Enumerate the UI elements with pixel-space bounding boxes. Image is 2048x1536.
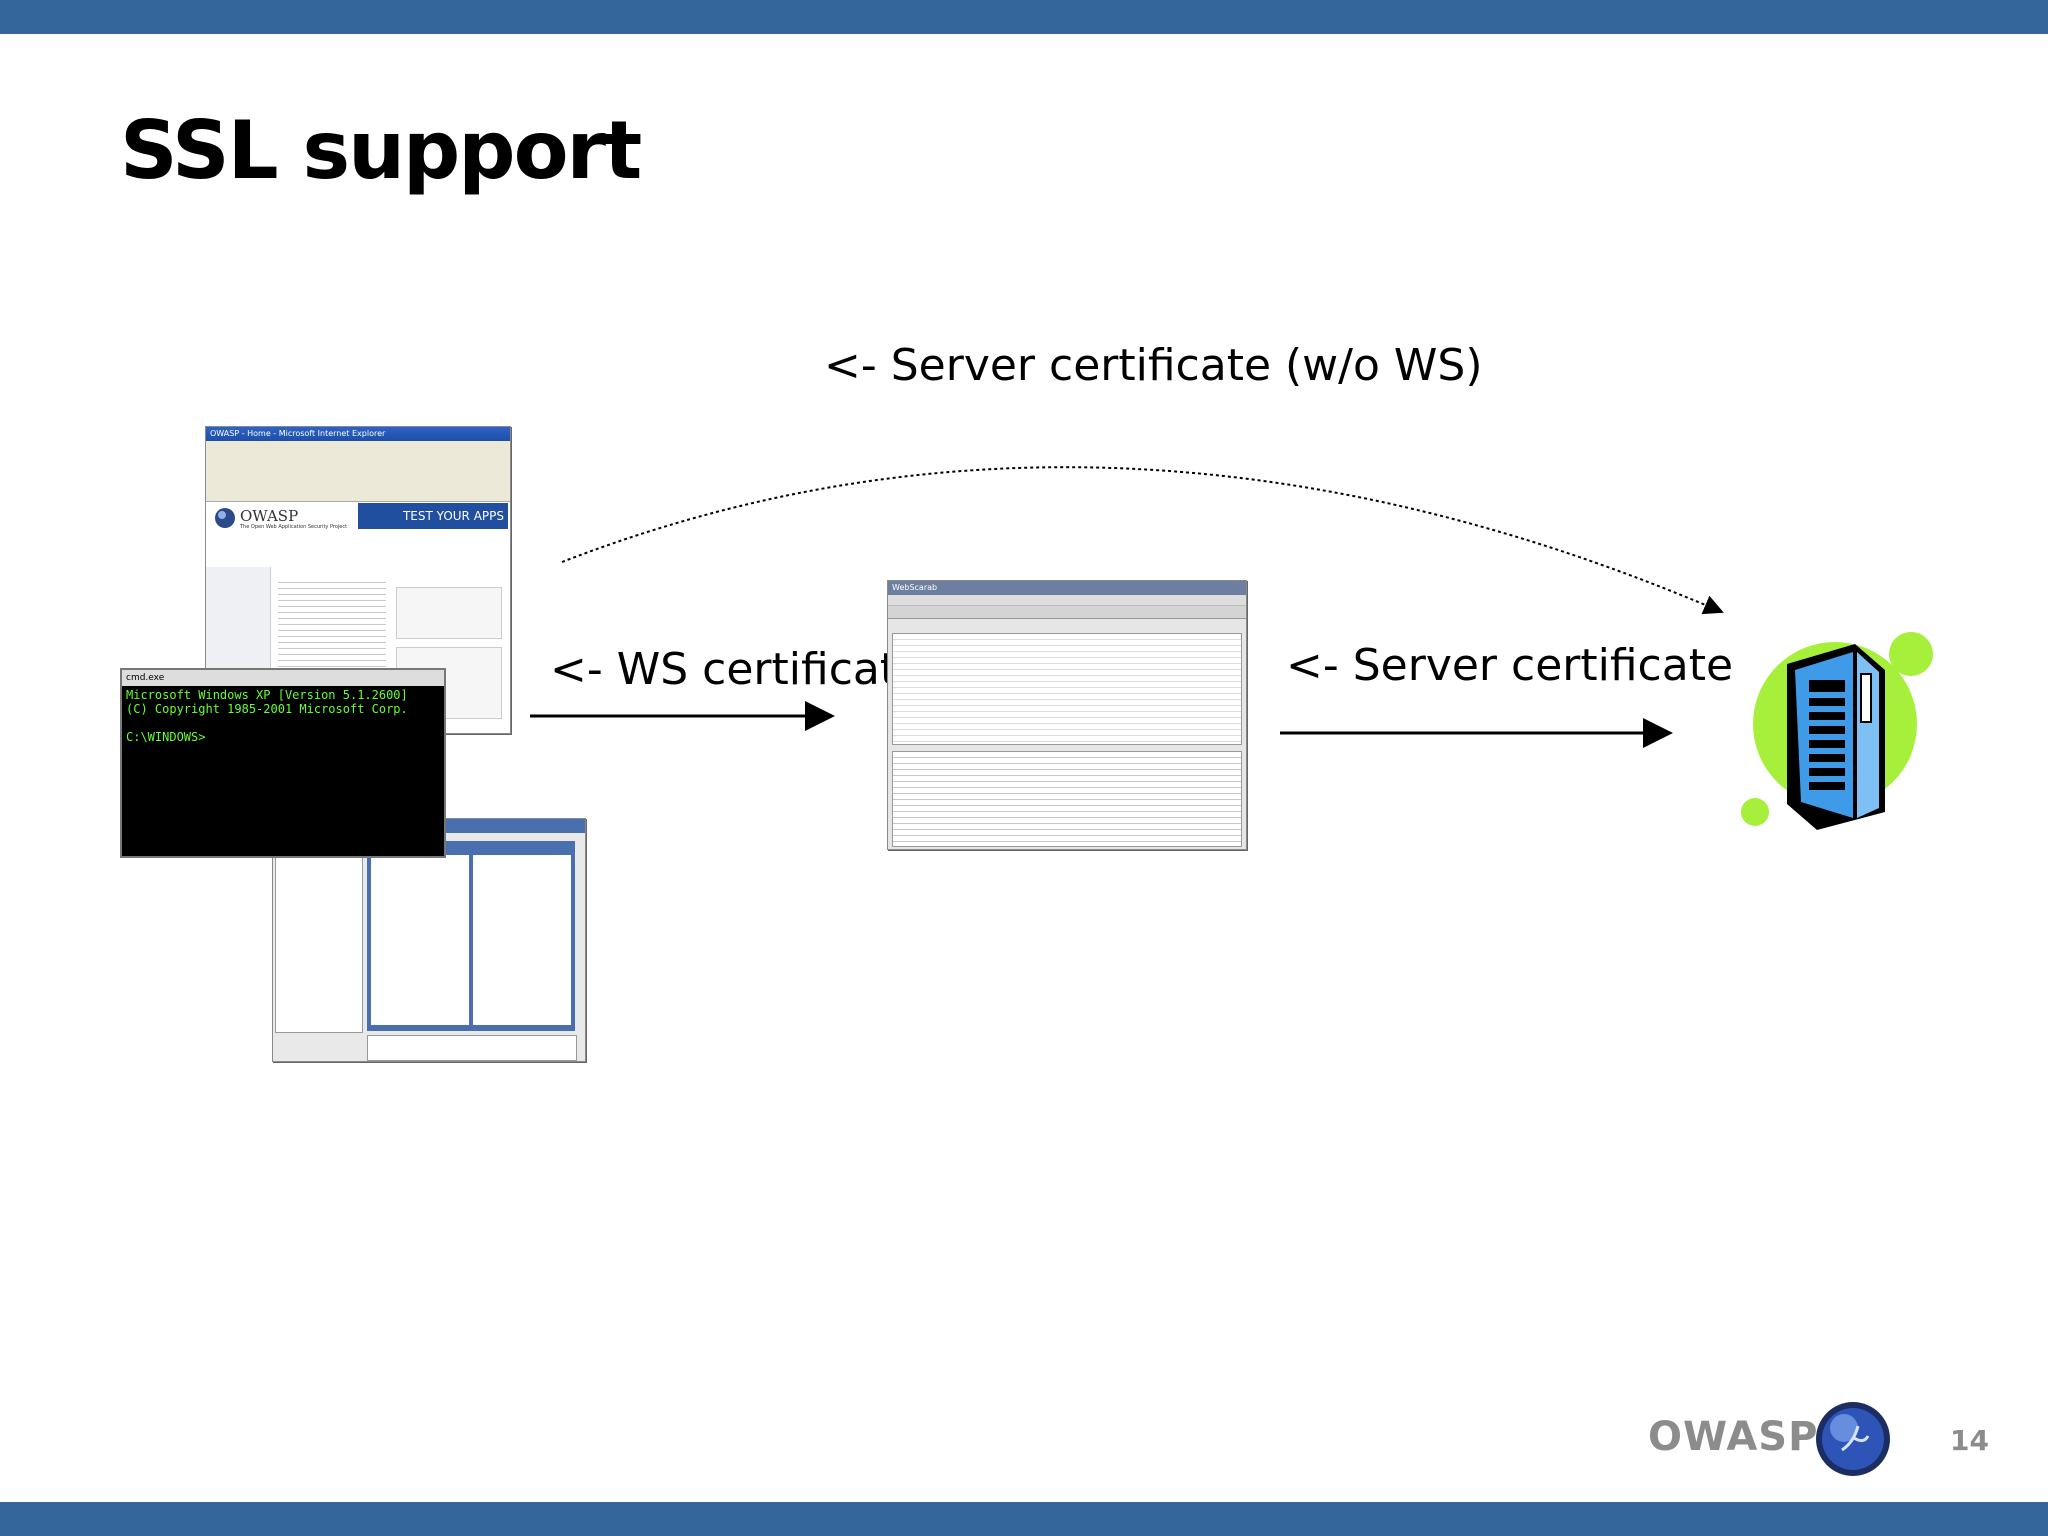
webscarab-menu bbox=[888, 595, 1246, 606]
soapui-editor-frame bbox=[367, 841, 575, 1031]
server-cert-wo-ws-label: <- Server certificate (w/o WS) bbox=[824, 340, 1483, 391]
webscarab-screenshot: WebScarab bbox=[887, 580, 1247, 850]
top-bar bbox=[0, 0, 2048, 34]
owasp-logo-icon bbox=[1816, 1402, 1890, 1476]
browser-tagline: The Open Web Application Security Projec… bbox=[240, 524, 348, 530]
server-icon bbox=[1741, 632, 1933, 830]
slide-title: SSL support bbox=[120, 104, 642, 197]
owasp-brand-text: OWASP bbox=[1648, 1414, 1819, 1460]
browser-banner: TEST YOUR APPS bbox=[358, 503, 508, 529]
browser-events-box bbox=[396, 587, 502, 639]
soapui-screenshot: soapUI 1.6.1 bbox=[272, 818, 586, 1062]
page-number: 14 bbox=[1950, 1424, 1989, 1457]
browser-logo-text: OWASP bbox=[240, 507, 299, 525]
soapui-project-tree bbox=[275, 841, 363, 1033]
cmd-output: Microsoft Windows XP [Version 5.1.2600] … bbox=[126, 688, 408, 744]
webscarab-tree-table bbox=[892, 633, 1242, 745]
cmd-window: cmd.exe Microsoft Windows XP [Version 5.… bbox=[120, 668, 446, 858]
webscarab-title: WebScarab bbox=[888, 581, 1246, 595]
webscarab-tabs bbox=[888, 606, 1246, 619]
owasp-site-logo bbox=[214, 507, 236, 533]
bottom-bar bbox=[0, 1502, 2048, 1536]
owasp-logo-icon bbox=[215, 508, 235, 528]
soapui-log-pane bbox=[367, 1035, 577, 1061]
cmd-title: cmd.exe bbox=[122, 670, 444, 686]
browser-title: OWASP - Home - Microsoft Internet Explor… bbox=[206, 427, 510, 441]
soapui-request-pane bbox=[371, 855, 469, 1025]
webscarab-conversation-table bbox=[892, 751, 1242, 847]
ws-certificate-label: <- WS certificate bbox=[550, 644, 925, 695]
browser-toolbar bbox=[206, 441, 510, 502]
soapui-response-pane bbox=[473, 855, 571, 1025]
server-certificate-label: <- Server certificate bbox=[1286, 640, 1734, 691]
